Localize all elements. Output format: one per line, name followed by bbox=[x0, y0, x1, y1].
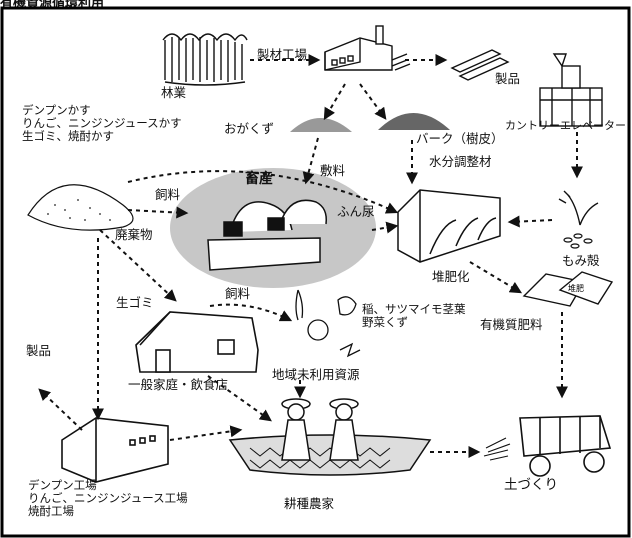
arrow-waste-garbage bbox=[99, 229, 177, 302]
label-waste: 廃棄物 bbox=[115, 227, 153, 242]
label-composting: 堆肥化 bbox=[432, 269, 470, 284]
waste-type-item: 生ゴミ、焼酎かす bbox=[22, 129, 114, 144]
fertilizer-bag-label: 堆肥 bbox=[568, 283, 584, 293]
label-sawmill: 製材工場 bbox=[257, 47, 308, 62]
label-kitchen-waste: 生ゴミ bbox=[116, 295, 154, 310]
arrow-sawmill-sawdust bbox=[323, 83, 346, 121]
label-farmers: 耕種農家 bbox=[284, 496, 335, 511]
factory-item: デンプン工場 bbox=[28, 478, 97, 492]
label-waste-types: デンプンかす りんご、ニンジンジュースかす 生ゴミ、焼酎かす bbox=[22, 103, 182, 144]
waste-pile-icon bbox=[27, 184, 134, 231]
label-soil-building: 土づくり bbox=[504, 477, 558, 493]
label-bark: バーク（樹皮） bbox=[416, 131, 504, 146]
factory-item: 焼酎工場 bbox=[28, 504, 74, 519]
label-forestry: 林業 bbox=[161, 85, 187, 100]
label-bedding: 敷料 bbox=[320, 163, 346, 178]
arrow-waste-barn bbox=[127, 170, 399, 214]
sawdust-pile-icon bbox=[290, 118, 352, 132]
factory-item: りんご、ニンジンジュース工場 bbox=[28, 491, 188, 506]
diagram-heading: 有機資源循環利用 bbox=[0, 0, 105, 11]
label-unused-resources: 地域未利用資源 bbox=[272, 367, 360, 382]
label-households: 一般家庭・飲食店 bbox=[128, 377, 229, 392]
arrow-sawmill-bark bbox=[359, 83, 387, 120]
cattle-icon bbox=[207, 199, 328, 271]
label-factories: デンプン工場 りんご、ニンジンジュース工場 焼酎工場 bbox=[28, 478, 188, 519]
flow-arrows bbox=[38, 54, 583, 458]
rice-husk-icon bbox=[563, 233, 593, 249]
label-feed-top: 飼料 bbox=[155, 187, 181, 202]
waste-type-item: りんご、ニンジンジュースかす bbox=[22, 116, 182, 131]
label-products-left: 製品 bbox=[26, 343, 52, 358]
label-moisture-regulator: 水分調整材 bbox=[429, 154, 492, 169]
label-unused-items: 稲、サツマイモ茎葉 野菜くず bbox=[362, 302, 466, 330]
grain-elevator-icon bbox=[539, 53, 603, 127]
forest-icon bbox=[162, 33, 248, 86]
label-feed-bottom: 飼料 bbox=[225, 286, 251, 301]
frame-border bbox=[0, 6, 631, 538]
bark-pile-icon bbox=[378, 113, 450, 130]
label-rice-husk: もみ殻 bbox=[562, 253, 600, 268]
arrow-barn-fertilizer bbox=[469, 261, 523, 294]
lumber-icon bbox=[450, 49, 510, 81]
unused-item: 野菜くず bbox=[362, 315, 408, 330]
arrow-factory-products bbox=[38, 388, 83, 431]
label-organic-fertilizer: 有機質肥料 bbox=[480, 317, 543, 332]
straw-pile-icon bbox=[483, 437, 511, 461]
label-sawdust: おがくず bbox=[224, 121, 275, 136]
trailer-icon bbox=[519, 415, 612, 477]
rice-plant-icon bbox=[558, 190, 599, 226]
sawmill-icon bbox=[324, 25, 411, 71]
house-icon bbox=[135, 311, 259, 373]
compost-barn-icon bbox=[397, 189, 501, 263]
crop-residue-icon bbox=[295, 289, 361, 358]
label-livestock: 畜産 bbox=[245, 171, 273, 187]
unused-item: 稲、サツマイモ茎葉 bbox=[362, 302, 466, 316]
fertilizer-bags-icon bbox=[522, 271, 614, 307]
arrow-factory-farm bbox=[169, 425, 243, 441]
farmers-icon bbox=[228, 398, 432, 476]
waste-type-item: デンプンかす bbox=[22, 103, 91, 117]
arrow-husk-barn bbox=[507, 215, 553, 228]
arrow-feed-top bbox=[127, 206, 189, 219]
label-manure: ふん尿 bbox=[337, 204, 375, 219]
label-country-elevator: カントリーエレベーター bbox=[505, 119, 626, 132]
label-products-top: 製品 bbox=[495, 71, 521, 86]
arrow-feed-bottom bbox=[209, 303, 293, 322]
factory-icon bbox=[61, 417, 169, 483]
